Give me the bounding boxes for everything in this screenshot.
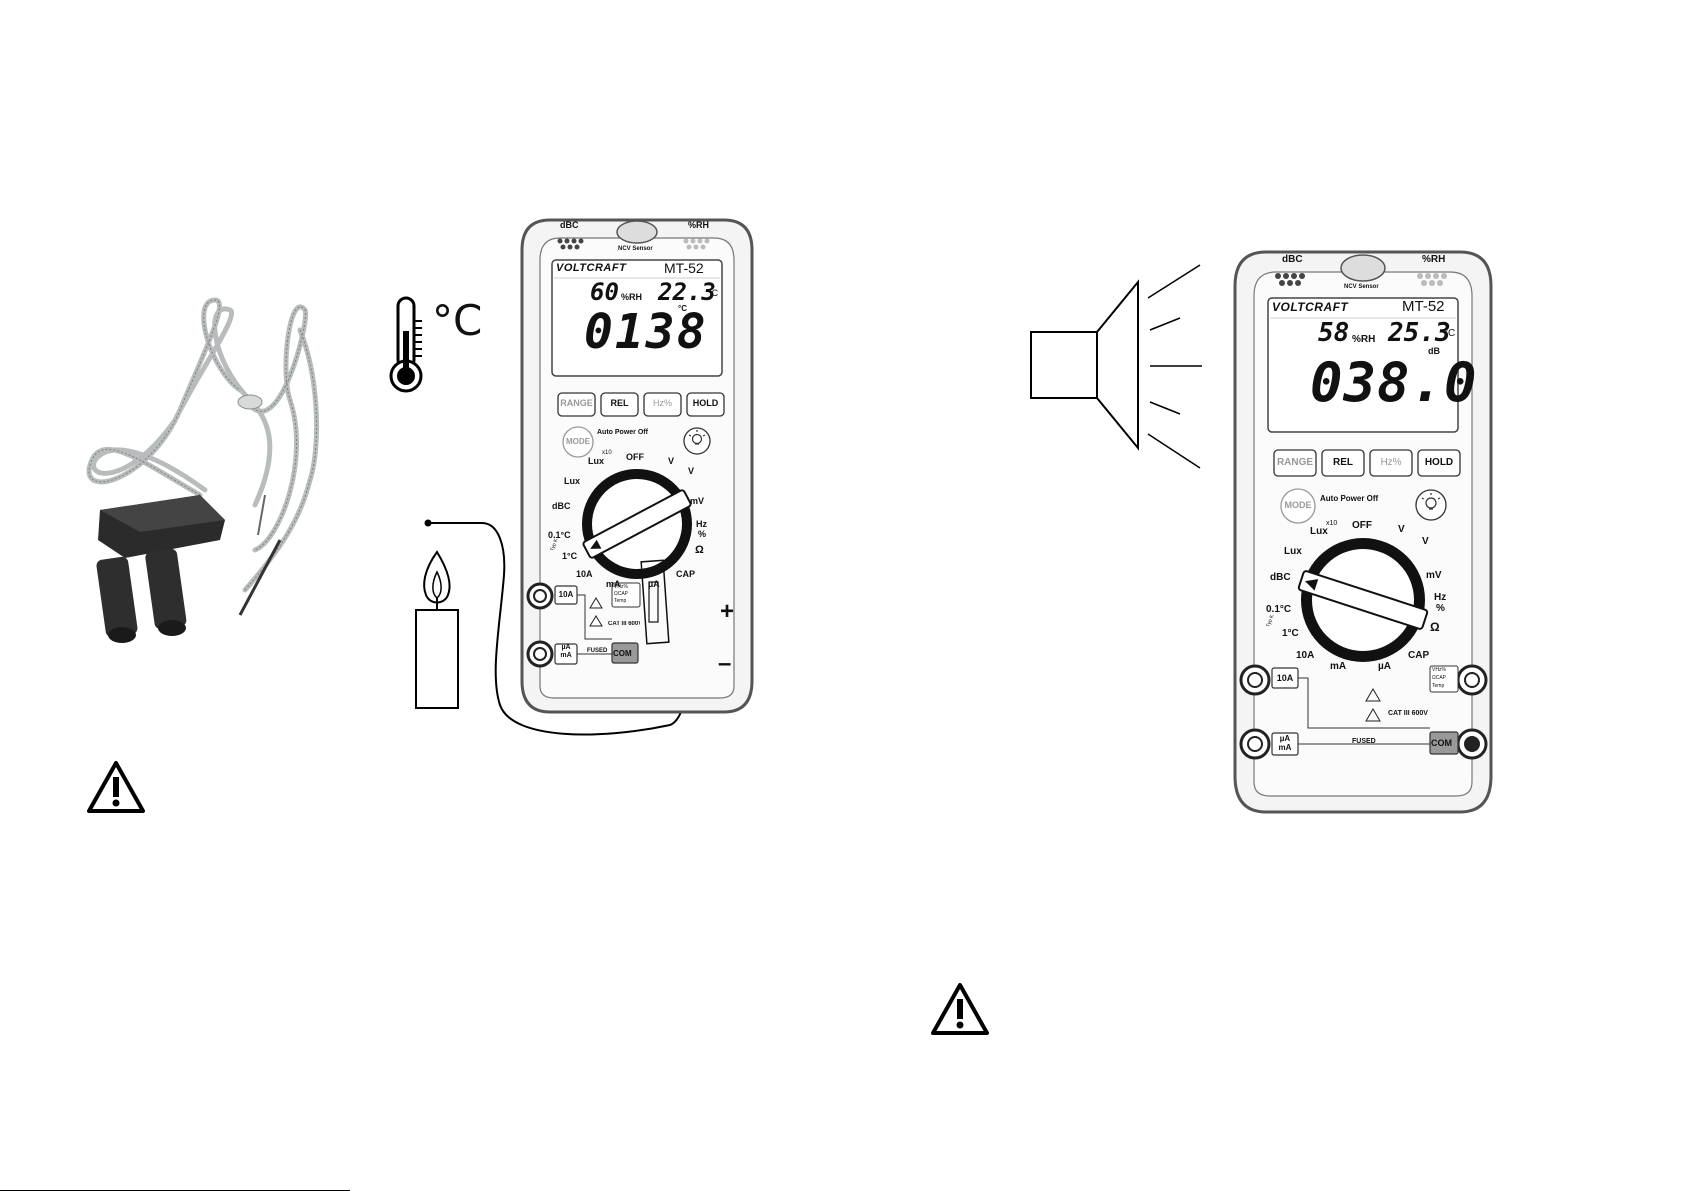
jack-ma-label: mA	[1278, 743, 1292, 752]
dial-ohm: Ω	[1430, 620, 1440, 634]
dial-10a: 10A	[1296, 650, 1315, 661]
dial-hz: Hz	[1434, 592, 1447, 603]
top-left-label: dBC	[560, 220, 579, 230]
range-button[interactable]: RANGE	[560, 398, 593, 408]
lcd-temperature: 25.3	[1388, 318, 1451, 348]
range-button[interactable]: RANGE	[1276, 457, 1314, 468]
dial-off: OFF	[1352, 520, 1372, 531]
dial-v-ac: V	[668, 456, 675, 466]
mode-button[interactable]: MODE	[566, 437, 590, 446]
dial-01c: 0.1°C	[1266, 604, 1292, 615]
dial-lux10: Lux	[588, 456, 605, 466]
dial-ma: mA	[606, 579, 621, 589]
cat-label: CAT III 600V	[1388, 710, 1428, 717]
lcd-temperature: 22.3	[658, 278, 716, 306]
jack-10a-label: 10A	[558, 590, 574, 599]
lcd-humidity-unit: %RH	[621, 292, 643, 302]
lcd-brand: VOLTCRAFT	[1272, 300, 1349, 314]
auto-power-off-label: Auto Power Off	[1320, 494, 1379, 503]
jack-vhz-label-2: ΩCAP	[1432, 675, 1447, 681]
dial-1c: 1°C	[1282, 628, 1299, 639]
dial-hz: Hz	[696, 519, 707, 529]
dial-mv: mV	[690, 496, 705, 506]
jack-10a-label: 10A	[1276, 673, 1294, 683]
rel-button[interactable]: REL	[610, 398, 629, 408]
jack-vhz-label-1: VHz%	[614, 584, 628, 590]
plus-terminal-label: +	[720, 598, 735, 625]
lcd-main-unit: dB	[1428, 346, 1440, 356]
dial-pct: %	[1436, 603, 1445, 614]
hz-button[interactable]: Hz%	[1380, 457, 1402, 468]
dial-lux10: Lux	[1310, 526, 1328, 537]
jack-ua-label: µA	[1279, 734, 1291, 743]
com-label: COM	[1431, 738, 1452, 748]
thermometer-icon	[389, 296, 423, 393]
jack-vhz-label-1: VHz%	[1432, 667, 1446, 673]
dial-lux10-sup: x10	[1326, 520, 1338, 527]
dial-pct: %	[698, 529, 707, 539]
mode-button[interactable]: MODE	[1284, 500, 1312, 510]
com-label: COM	[613, 649, 632, 658]
dial-off: OFF	[626, 452, 644, 462]
ncv-sensor-label: NCV Sensor	[1344, 284, 1379, 290]
top-right-label: %RH	[688, 220, 710, 230]
lcd-main-reading: 038.0	[1310, 351, 1478, 414]
dial-lux10-sup: x10	[602, 450, 612, 456]
thermocouple-probe-image	[86, 297, 320, 643]
thermometer-unit-label: °C	[432, 296, 483, 345]
multimeter-right: VOLTCRAFT MT-52 dBC %RH NCV Sensor 58 %R…	[1232, 248, 1494, 816]
rel-button[interactable]: REL	[1333, 457, 1353, 468]
minus-terminal-label: –	[718, 650, 732, 677]
lcd-humidity: 60	[590, 278, 619, 306]
dial-01c: 0.1°C	[548, 530, 571, 540]
dial-ohm: Ω	[695, 544, 704, 556]
lcd-main-unit: °C	[678, 304, 687, 313]
dial-cap: CAP	[1408, 650, 1430, 661]
warning-icon	[87, 761, 145, 813]
candle-icon	[415, 550, 459, 709]
dial-ma: mA	[1330, 661, 1347, 672]
dial-lux: Lux	[564, 476, 581, 486]
dial-v-ac: V	[1398, 524, 1405, 535]
top-left-label: dBC	[1282, 254, 1303, 265]
multimeter-left: VOLTCRAFT MT-52 dBC %RH NCV Sensor 60 %R…	[520, 216, 754, 716]
lcd-brand: VOLTCRAFT	[556, 262, 627, 274]
jack-vhz-label-3: Temp	[614, 598, 627, 604]
lcd-model: MT-52	[664, 260, 704, 276]
jack-ma-label: mA	[560, 652, 572, 659]
dial-10a: 10A	[576, 569, 593, 579]
dial-cap: CAP	[676, 569, 696, 579]
cat-label: CAT III 600V	[608, 621, 640, 627]
dial-lux: Lux	[1284, 546, 1302, 557]
dial-ua: µA	[1378, 661, 1391, 672]
hz-button[interactable]: Hz%	[652, 398, 672, 408]
lcd-model: MT-52	[1402, 298, 1445, 315]
top-right-label: %RH	[1422, 254, 1446, 265]
dial-v: V	[688, 466, 695, 476]
lcd-temp-unit: °C	[708, 288, 719, 298]
warning-icon	[931, 983, 989, 1035]
lcd-humidity-unit: %RH	[1352, 334, 1376, 345]
hold-button[interactable]: HOLD	[692, 398, 719, 408]
lcd-humidity: 58	[1318, 318, 1350, 348]
fused-label: FUSED	[587, 648, 608, 654]
lcd-main-reading: 0138	[584, 304, 708, 360]
dial-1c: 1°C	[562, 551, 578, 561]
ncv-sensor-label: NCV Sensor	[618, 246, 653, 252]
dial-dbc: dBC	[552, 501, 571, 511]
dial-mv: mV	[1426, 570, 1442, 581]
loudspeaker-icon	[1030, 264, 1202, 469]
lcd-temp-unit: °C	[1444, 328, 1456, 339]
jack-vhz-label-2: ΩCAP	[614, 591, 629, 597]
dial-dbc: dBC	[1270, 572, 1291, 583]
hold-button[interactable]: HOLD	[1424, 457, 1454, 468]
jack-ua-label: µA	[561, 644, 571, 651]
jack-vhz-label-3: Temp	[1432, 683, 1445, 689]
auto-power-off-label: Auto Power Off	[597, 429, 648, 436]
fused-label: FUSED	[1352, 738, 1376, 745]
probe-wire	[424, 519, 695, 736]
dial-ua: µA	[648, 579, 660, 589]
dial-v: V	[1422, 536, 1429, 547]
